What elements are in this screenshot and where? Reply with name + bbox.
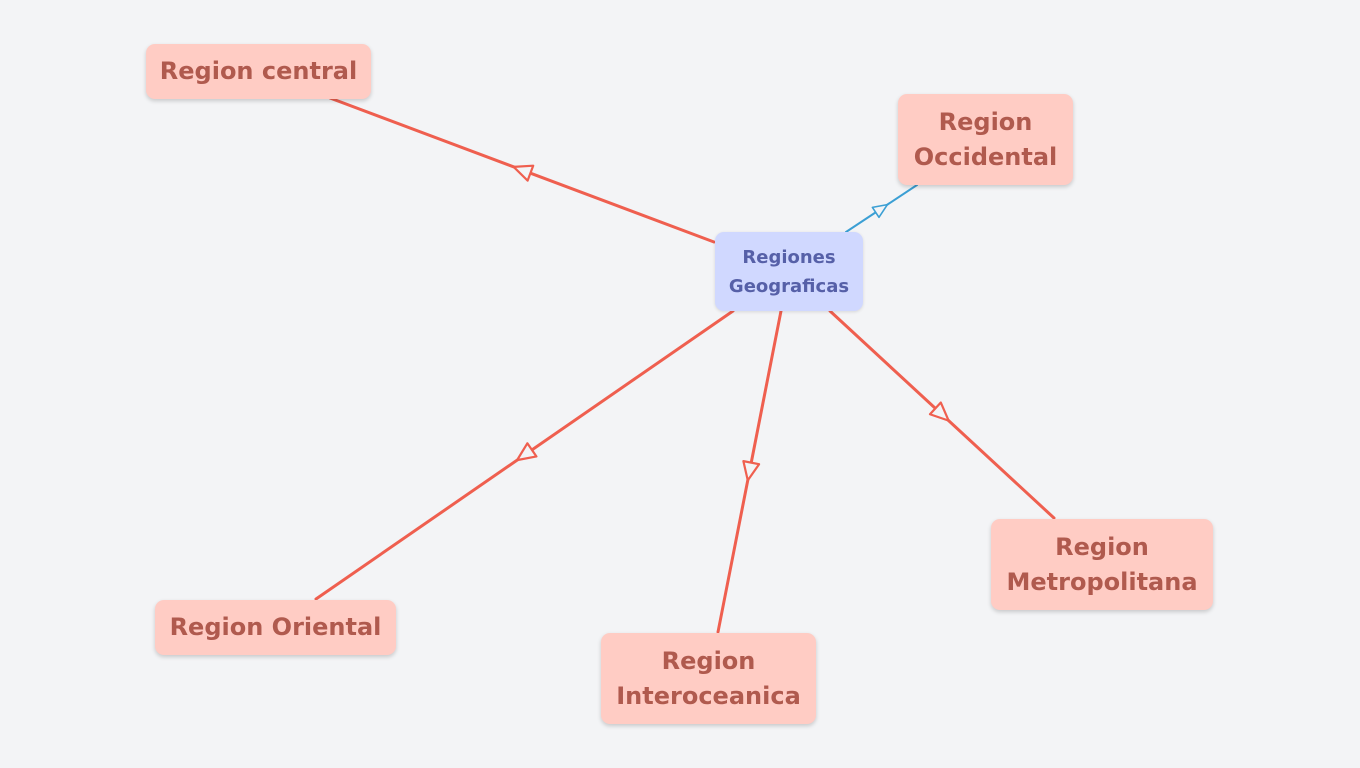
node-region-central[interactable]: Region central — [146, 44, 371, 99]
node-region-oriental[interactable]: Region Oriental — [155, 600, 396, 655]
root-node-regiones-geograficas[interactable]: Regiones Geograficas — [715, 232, 863, 311]
arrowhead-metropolitana-icon — [928, 401, 950, 422]
arrowhead-occidental-icon — [871, 203, 889, 219]
arrowhead-central-icon — [512, 164, 535, 182]
arrowhead-oriental-icon — [515, 442, 538, 462]
node-region-occidental[interactable]: Region Occidental — [898, 94, 1073, 185]
arrowhead-interoceanica-icon — [742, 460, 761, 482]
node-region-interoceanica[interactable]: Region Interoceanica — [601, 633, 816, 724]
node-region-metropolitana[interactable]: Region Metropolitana — [991, 519, 1213, 610]
